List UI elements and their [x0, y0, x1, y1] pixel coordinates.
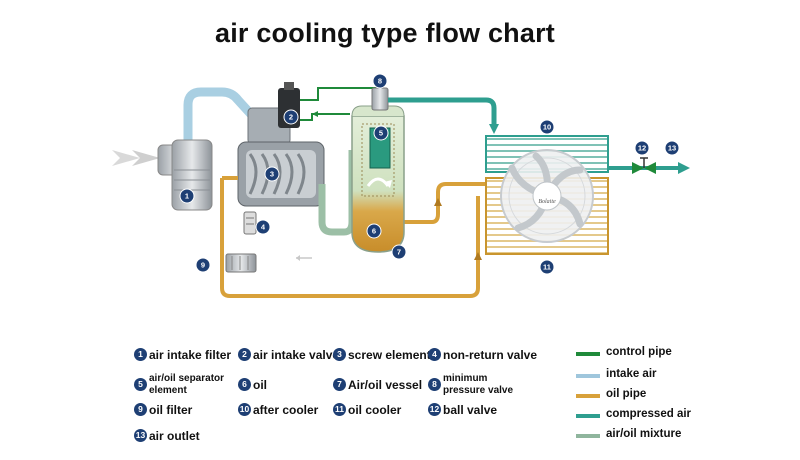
return-arrow-icon: [296, 255, 300, 261]
callout-badge-2: [283, 109, 299, 125]
cooling-fan: [500, 149, 594, 243]
callout-number-4: 4: [261, 223, 266, 232]
control-pipe: [300, 113, 350, 121]
air-outlet-arrow-icon: [678, 162, 690, 174]
legend-number: 13: [134, 429, 147, 442]
callout-badge-3: [264, 166, 280, 182]
legend-label: ball valve: [443, 403, 498, 417]
oil-pipe-arrow-icon: [220, 232, 224, 238]
oil-pipe-arrow-icon: [434, 198, 442, 206]
callout-badge-11: [539, 259, 555, 275]
oil-pipe-arrow-icon: [474, 252, 482, 260]
intake-arrow-icon: [112, 150, 140, 166]
legend-number: 1: [134, 348, 147, 361]
callout-number-12: 12: [638, 144, 646, 153]
air-oil-vessel: [351, 105, 405, 253]
legend-label: air intake valve: [253, 348, 340, 362]
screw-element: [237, 141, 325, 207]
legend-number: 6: [238, 378, 251, 391]
callout-number-6: 6: [372, 227, 376, 236]
legend-number: 2: [238, 348, 251, 361]
legend-number: 5: [134, 378, 147, 391]
intake-arrow-icon: [132, 150, 160, 166]
legend-number: 9: [134, 403, 147, 416]
control-pipe: [300, 87, 378, 101]
callout-badge-7: [391, 244, 407, 260]
legend-number: 7: [333, 378, 346, 391]
compressed-air-arrow-icon: [489, 124, 499, 134]
pipe-color-swatch: [576, 414, 600, 418]
callout-badge-5: [373, 125, 389, 141]
non-return-valve: [243, 211, 257, 235]
callout-number-1: 1: [185, 192, 189, 201]
ball-valve: [632, 157, 656, 174]
legend-number: 10: [238, 403, 251, 416]
callout-number-5: 5: [379, 129, 383, 138]
legend-label: screw element: [348, 348, 431, 362]
legend-label: oil: [253, 378, 267, 392]
legend-number: 12: [428, 403, 441, 416]
page-title: air cooling type flow chart: [215, 18, 555, 48]
pipe-legend-label: air/oil mixture: [606, 428, 682, 440]
pipe-color-swatch: [576, 374, 600, 378]
oil-pipe: [396, 182, 488, 224]
callout-badge-8: [372, 73, 388, 89]
pipe-legend-label: intake air: [606, 368, 657, 380]
callout-number-8: 8: [378, 77, 382, 86]
legend-label: oil cooler: [348, 403, 402, 417]
air-oil-mixture-pipe: [318, 150, 356, 236]
callout-number-9: 9: [201, 261, 205, 270]
callout-number-7: 7: [397, 248, 401, 257]
callout-badge-9: [195, 257, 211, 273]
legend-label: air intake filter: [149, 348, 232, 362]
brand-logo: Bolaite: [538, 199, 556, 205]
legend-label: after cooler: [253, 403, 319, 417]
callout-badge-4: [255, 219, 271, 235]
legend-label: minimum pressure valve: [443, 373, 514, 396]
callout-number-11: 11: [543, 263, 551, 272]
callout-badge-6: [366, 223, 382, 239]
pipe-legend-label: oil pipe: [606, 388, 647, 400]
callout-badge-10: [539, 119, 555, 135]
legend-number: 11: [333, 403, 346, 416]
intake-air-pipe: [183, 87, 262, 140]
callout-number-2: 2: [289, 113, 293, 122]
pipe-legend-label: compressed air: [606, 408, 692, 420]
pipe-color-swatch: [576, 434, 600, 438]
pipe-color-swatch: [576, 394, 600, 398]
callout-number-10: 10: [543, 123, 551, 132]
control-pipe-arrow-icon: [312, 111, 318, 117]
legend-number: 8: [428, 378, 441, 391]
pipe-color-swatch: [576, 352, 600, 356]
callout-badge-13: [664, 140, 680, 156]
legend-label: oil filter: [149, 403, 193, 417]
legend-label: Air/oil vessel: [348, 378, 423, 392]
oil-filter: [225, 253, 257, 273]
callout-badge-12: [634, 140, 650, 156]
legend-label: air/oil separator element: [149, 373, 225, 396]
callout-number-3: 3: [270, 170, 274, 179]
callout-badge-1: [179, 188, 195, 204]
compressed-air-pipe: [388, 97, 497, 128]
callout-number-13: 13: [668, 144, 676, 153]
legend-label: air outlet: [149, 429, 200, 443]
minimum-pressure-valve: [371, 87, 389, 111]
legend-number: 4: [428, 348, 441, 361]
legend-number: 3: [333, 348, 346, 361]
oil-pipe: [220, 178, 480, 298]
legend-label: non-return valve: [443, 348, 538, 362]
pipe-legend-label: control pipe: [606, 346, 672, 358]
